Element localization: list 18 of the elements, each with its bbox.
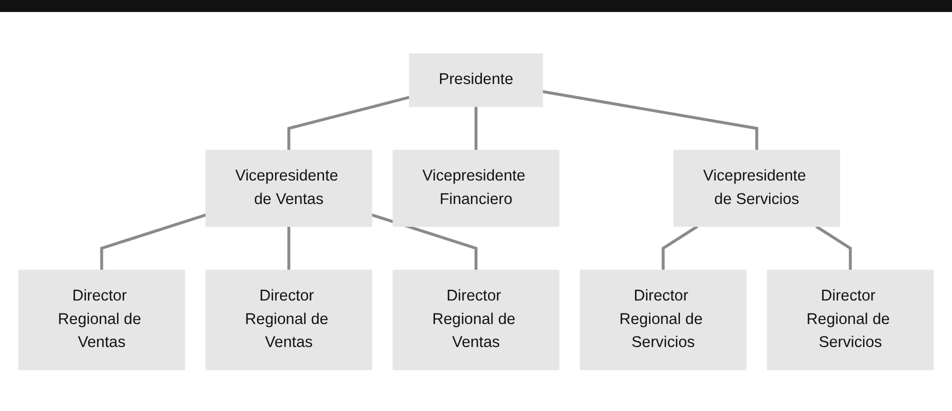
node-box bbox=[673, 150, 840, 227]
node-box bbox=[580, 270, 747, 370]
connector bbox=[100, 213, 206, 270]
connector bbox=[662, 224, 698, 270]
node-box bbox=[392, 150, 560, 227]
node-box bbox=[205, 270, 372, 370]
node-box bbox=[766, 270, 934, 370]
connector bbox=[371, 213, 478, 270]
connector bbox=[474, 106, 478, 150]
node-box bbox=[408, 53, 544, 107]
node-box bbox=[392, 270, 560, 370]
connector bbox=[815, 224, 852, 270]
node-box bbox=[18, 270, 186, 370]
node-box bbox=[205, 150, 372, 227]
connector bbox=[287, 226, 290, 270]
connector bbox=[542, 90, 758, 150]
connector bbox=[287, 96, 410, 150]
org-chart-drawing: Presidente Vicepresidente de Ventas Vicepresidente Financiero Vicepresidente de Servicios Director Regional de Ventas Director Regional de Ventas Director Regional de Ventas Director Regional de Servicios Director Regional de Servicios bbox=[11, 46, 941, 378]
